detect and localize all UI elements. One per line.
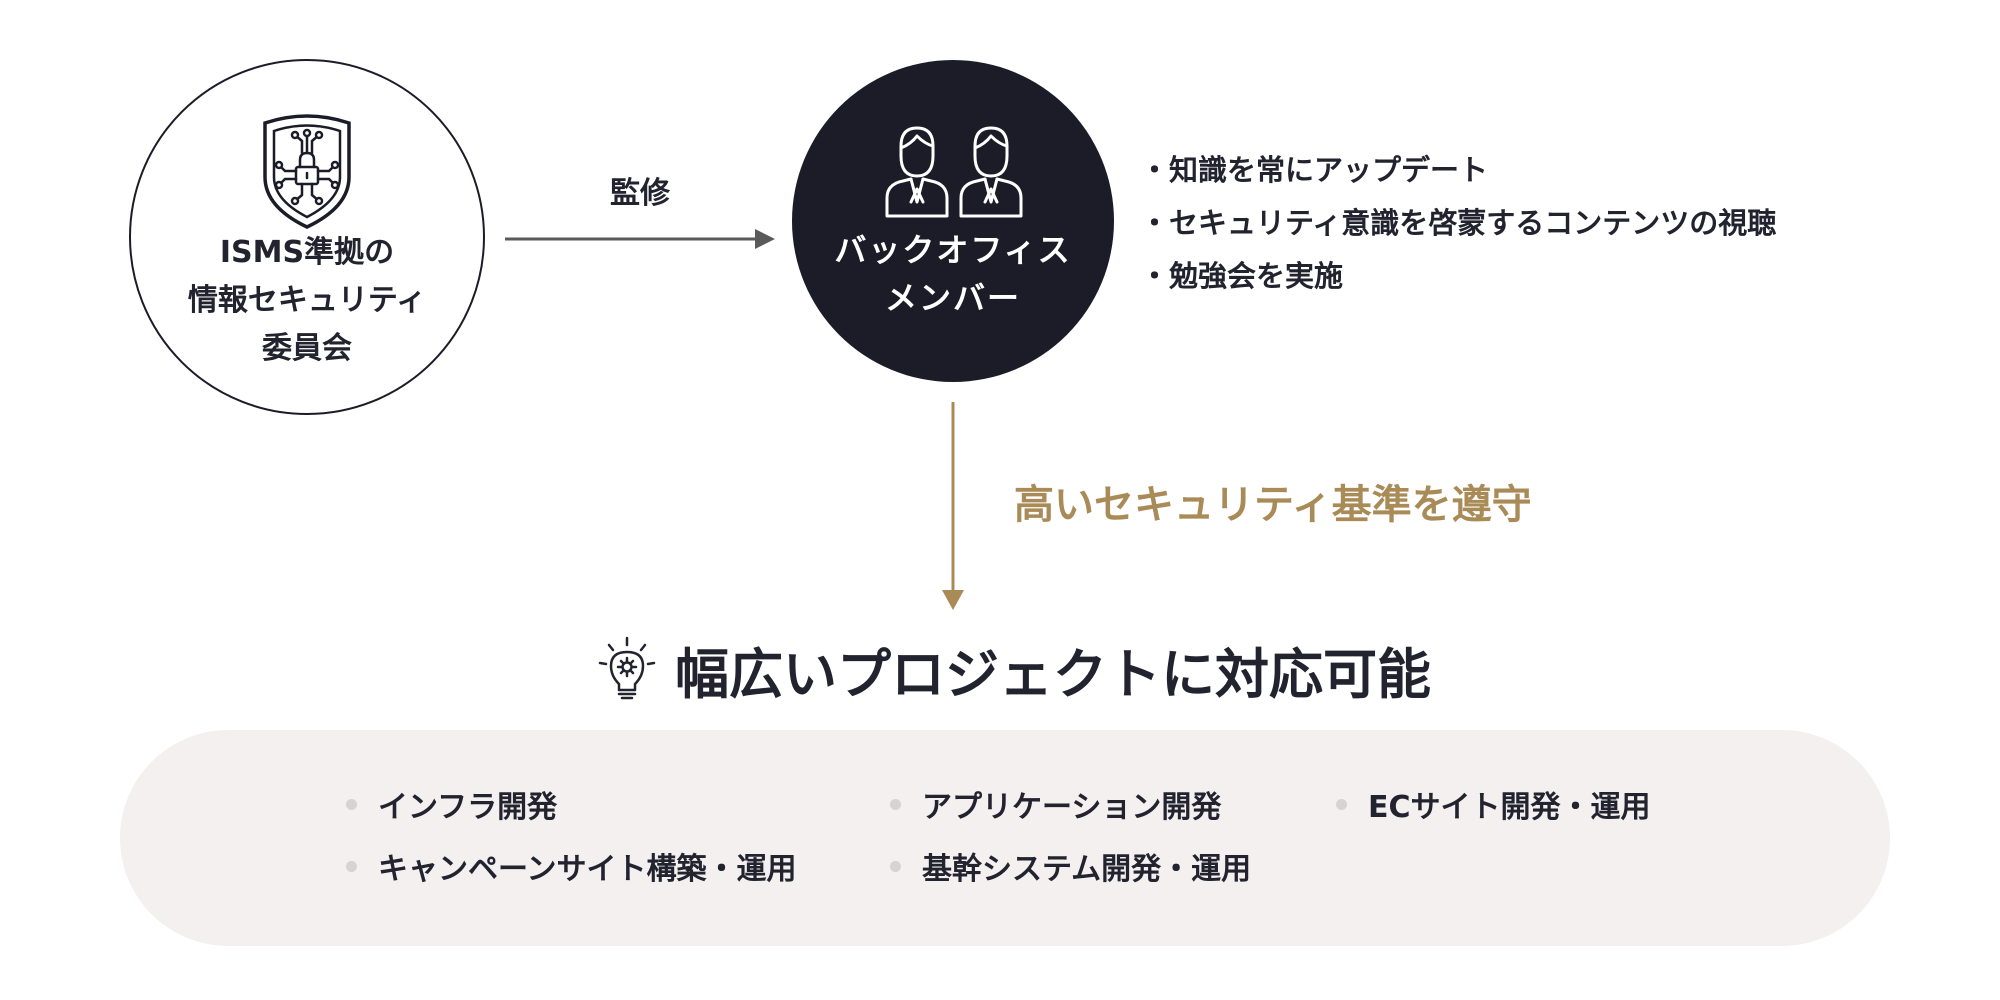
project-label: ECサイト開発・運用 bbox=[1368, 790, 1651, 825]
members-label-line: バックオフィス bbox=[834, 231, 1072, 269]
bullet-dot bbox=[890, 860, 901, 872]
projects-panel: インフラ開発 アプリケーション開発 ECサイト開発・運用 キャンペーンサイト構築… bbox=[120, 730, 1890, 946]
committee-label-line: ISMS準拠の bbox=[219, 235, 395, 270]
project-item: アプリケーション開発 bbox=[890, 782, 1221, 826]
result-title: 幅広いプロジェクトに対応可能 bbox=[675, 642, 1431, 706]
people-icon bbox=[885, 126, 1023, 218]
standard-label: 高いセキュリティ基準を遵守 bbox=[1014, 482, 1532, 528]
project-item: ECサイト開発・運用 bbox=[1336, 782, 1651, 826]
committee-label: ISMS準拠の 情報セキュリティ 委員会 bbox=[131, 229, 483, 373]
project-label: キャンペーンサイト構築・運用 bbox=[378, 852, 797, 887]
members-label-line: メンバー bbox=[884, 279, 1021, 317]
result-heading: 幅広いプロジェクトに対応可能 bbox=[597, 634, 1431, 706]
project-label: インフラ開発 bbox=[378, 790, 558, 825]
bullet-dot bbox=[890, 798, 901, 810]
security-shield-icon bbox=[263, 114, 351, 229]
project-label: アプリケーション開発 bbox=[922, 790, 1222, 825]
bullet-dot bbox=[346, 860, 357, 872]
back-office-members-node: バックオフィス メンバー bbox=[792, 60, 1114, 382]
project-item: キャンペーンサイト構築・運用 bbox=[346, 844, 797, 888]
committee-label-line: 情報セキュリティ bbox=[187, 283, 427, 318]
project-item: インフラ開発 bbox=[346, 782, 557, 826]
isms-committee-node: ISMS準拠の 情報セキュリティ 委員会 bbox=[129, 59, 485, 415]
project-item: 基幹システム開発・運用 bbox=[890, 844, 1251, 888]
activity-item: ・勉強会を実施 bbox=[1140, 259, 1344, 293]
project-label: 基幹システム開発・運用 bbox=[922, 852, 1252, 887]
lightbulb-gear-icon bbox=[598, 636, 656, 700]
activity-item: ・知識を常にアップデート bbox=[1140, 153, 1489, 187]
activities-list: ・知識を常にアップデート ・セキュリティ意識を啓蒙するコンテンツの視聴 ・勉強会… bbox=[1140, 144, 1776, 303]
activity-item: ・セキュリティ意識を啓蒙するコンテンツの視聴 bbox=[1140, 206, 1777, 240]
standard-arrow bbox=[942, 402, 964, 610]
bullet-dot bbox=[1336, 798, 1347, 810]
supervise-arrow bbox=[505, 229, 775, 249]
committee-label-line: 委員会 bbox=[262, 331, 352, 366]
supervise-label: 監修 bbox=[610, 176, 670, 211]
members-label: バックオフィス メンバー bbox=[792, 226, 1114, 322]
bullet-dot bbox=[346, 798, 357, 810]
